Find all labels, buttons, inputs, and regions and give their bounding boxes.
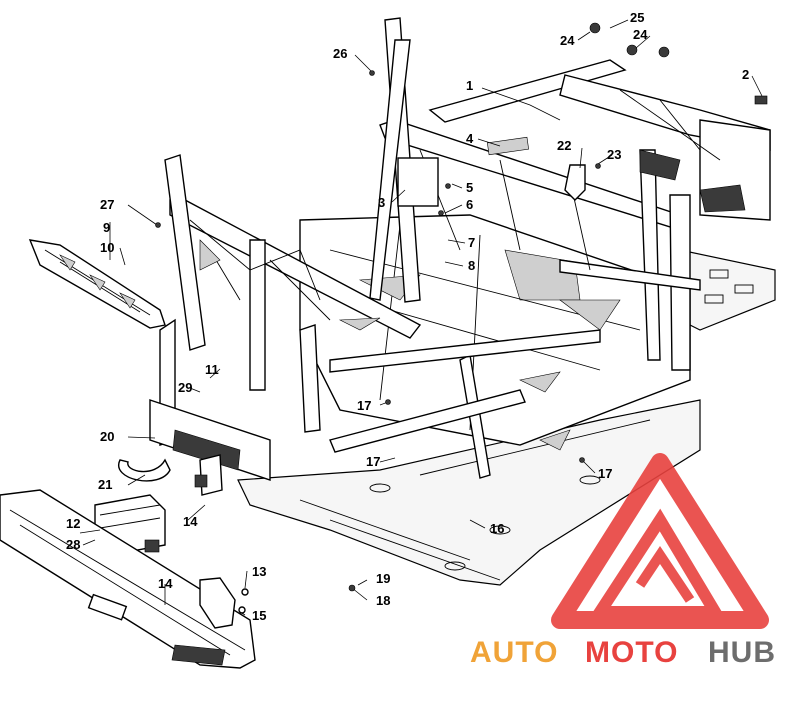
callout-22: 22 — [557, 138, 571, 153]
tow-loop-21 — [118, 458, 171, 482]
logo-g-mark — [635, 545, 695, 603]
callout-29: 29 — [178, 380, 192, 395]
gusset-4 — [487, 136, 529, 156]
callout-21: 21 — [98, 477, 112, 492]
callout-28: 28 — [66, 537, 80, 552]
bracket-22 — [564, 164, 586, 201]
callout-2: 2 — [742, 67, 749, 82]
callout-17-b: 17 — [366, 454, 380, 469]
callout-7: 7 — [468, 235, 475, 250]
callout-4: 4 — [466, 131, 474, 146]
fasteners — [155, 22, 768, 592]
watermark-text: AUTO MOTO HUB — [470, 636, 776, 669]
watermark-logo — [551, 453, 769, 629]
roll-cage — [159, 17, 701, 479]
rear-side-plate — [679, 249, 776, 331]
mount-bracket-13 — [199, 577, 249, 629]
callout-1: 1 — [466, 78, 473, 93]
callout-labels: 1 2 3 4 5 6 7 8 9 10 11 12 13 14 14 15 1… — [66, 10, 749, 623]
logo-triangle-outer — [551, 453, 769, 629]
brand-hub: HUB — [708, 636, 776, 669]
callout-17-c: 17 — [598, 466, 612, 481]
callout-9: 9 — [103, 220, 110, 235]
callout-14-lower: 14 — [158, 576, 173, 591]
callout-24-left: 24 — [560, 33, 575, 48]
callout-16: 16 — [490, 521, 504, 536]
callout-20: 20 — [100, 429, 114, 444]
brand-auto: AUTO — [470, 636, 558, 669]
callout-5: 5 — [466, 180, 473, 195]
callout-8: 8 — [468, 258, 475, 273]
callout-14-upper: 14 — [183, 514, 198, 529]
callout-25: 25 — [630, 10, 644, 25]
callout-13: 13 — [252, 564, 266, 579]
rear-upper-section — [559, 74, 771, 221]
callout-24-right: 24 — [633, 27, 648, 42]
side-rail-9 — [28, 239, 166, 329]
front-lower-frame — [149, 399, 271, 496]
front-bumper — [0, 489, 256, 669]
brand-moto: MOTO — [585, 636, 678, 669]
callout-10: 10 — [100, 240, 114, 255]
callout-15: 15 — [252, 608, 266, 623]
callout-17-a: 17 — [357, 398, 371, 413]
callout-26: 26 — [333, 46, 347, 61]
bracket-3 — [397, 157, 439, 207]
callout-23: 23 — [607, 147, 621, 162]
callout-11: 11 — [205, 362, 219, 377]
callout-6: 6 — [466, 197, 473, 212]
callout-19: 19 — [376, 571, 390, 586]
callout-12: 12 — [66, 516, 80, 531]
callout-27: 27 — [100, 197, 114, 212]
callout-3: 3 — [378, 195, 385, 210]
callout-18: 18 — [376, 593, 390, 608]
leader-lines — [79, 19, 763, 616]
